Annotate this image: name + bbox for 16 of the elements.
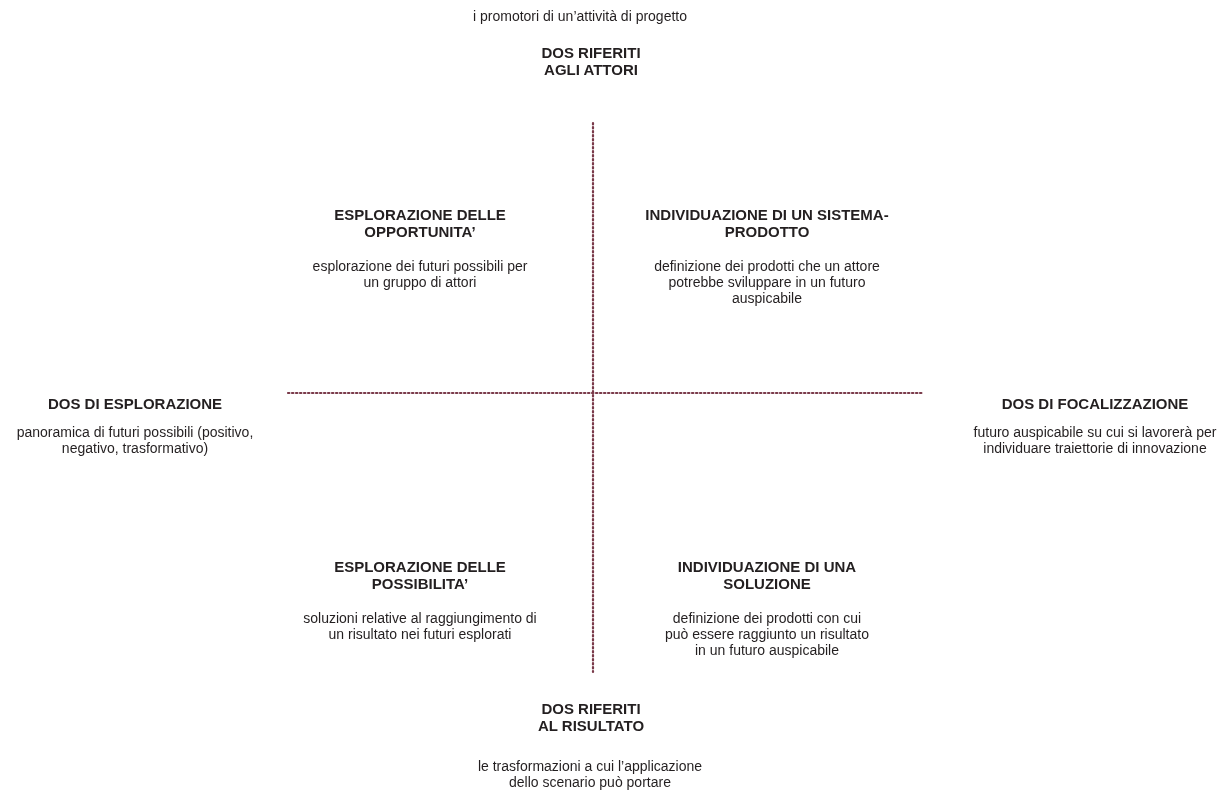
quadrant-heading: INDIVIDUAZIONE DI UN SISTEMA-PRODOTTO (644, 206, 890, 240)
subtitle-text: i promotori di un’attività di progetto (472, 8, 688, 24)
axis-heading: DOS RIFERITI AGLI ATTORI (540, 44, 642, 78)
quadrant-description: definizione dei prodotti con cui può essere raggiunto un risultato in un futuro auspicabile (664, 610, 870, 658)
axis-heading: DOS DI ESPLORAZIONE (46, 395, 224, 412)
quadrant-heading: ESPLORAZIONE DELLE OPPORTUNITA’ (333, 206, 507, 240)
quadrant-heading: ESPLORAZIONE DELLE POSSIBILITA’ (333, 558, 507, 592)
axis-heading: DOS RIFERITI AL RISULTATO (536, 700, 646, 734)
axis-heading: DOS DI FOCALIZZAZIONE (1000, 395, 1190, 412)
axis-description: futuro auspicabile su cui si lavorerà per individuare traiettorie di innovazione (972, 424, 1218, 456)
axis-description: panoramica di futuri possibili (positivo, negativo, trasformativo) (15, 424, 255, 456)
quadrant-heading: INDIVIDUAZIONE DI UNA SOLUZIONE (676, 558, 858, 592)
quadrant-description: esplorazione dei futuri possibili per un gruppo di attori (311, 258, 529, 290)
quadrant-description: soluzioni relative al raggiungimento di un risultato nei futuri esplorati (302, 610, 538, 642)
quadrant-description: definizione dei prodotti che un attore potrebbe sviluppare in un futuro auspicabile (653, 258, 881, 306)
axis-description: le trasformazioni a cui l’applicazione dello scenario può portare (476, 758, 704, 790)
